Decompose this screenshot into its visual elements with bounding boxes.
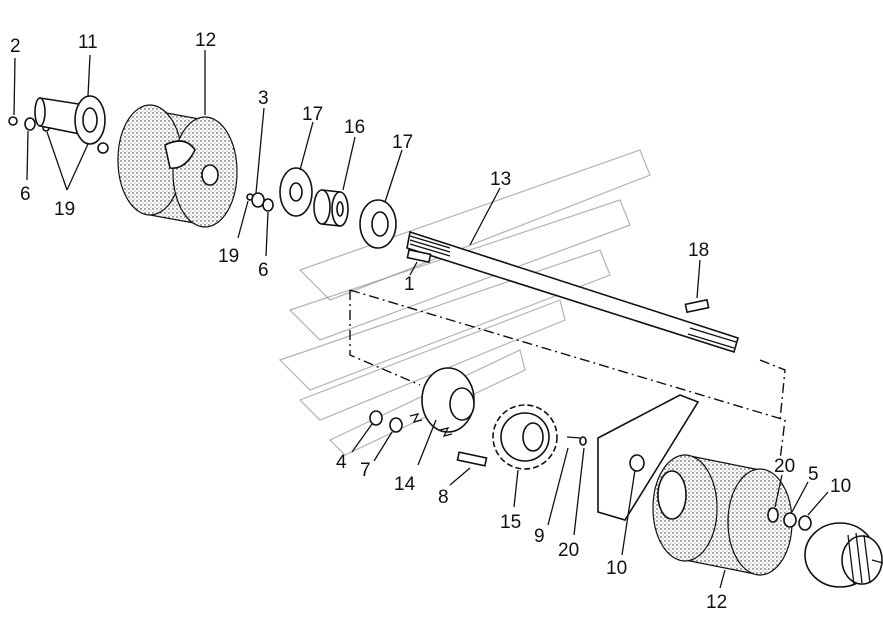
callout-15: 15 [500, 512, 521, 533]
callout-13: 13 [490, 169, 511, 190]
callout-7: 7 [360, 460, 371, 481]
callout-6-left: 6 [20, 184, 31, 205]
part-12-drum-top [117, 50, 238, 228]
part-15-sprocket [492, 404, 558, 508]
part-6-washer-left [24, 117, 36, 181]
callout-14: 14 [394, 474, 416, 495]
callout-labels: 2 11 12 3 17 16 17 6 19 19 6 13 1 18 4 7… [10, 30, 851, 613]
callout-6-mid: 6 [258, 260, 269, 281]
part-16-bearing [313, 136, 356, 227]
callout-4: 4 [336, 452, 347, 473]
callout-2: 2 [10, 36, 21, 57]
part-8-bolt [449, 451, 488, 486]
callout-19-left: 19 [54, 199, 75, 220]
part-14-hub [409, 367, 475, 466]
center-lines [349, 289, 786, 461]
callout-18: 18 [688, 240, 709, 261]
part-4-7-nuts [351, 410, 403, 462]
callout-17-left: 17 [302, 104, 323, 125]
part-13-shaft [406, 187, 739, 354]
part-17-flange-right [359, 149, 403, 249]
callout-17-right: 17 [392, 132, 413, 153]
callout-3: 3 [258, 88, 269, 109]
part-12-drum-bottom [652, 454, 793, 589]
part-3-6-19-fasteners [237, 107, 274, 257]
callout-1: 1 [404, 274, 415, 295]
part-20-5-10-right [767, 474, 829, 531]
part-2-nut [8, 57, 18, 126]
callout-16: 16 [344, 117, 365, 138]
callout-11: 11 [78, 32, 98, 53]
callout-5: 5 [808, 464, 819, 485]
callout-8: 8 [438, 487, 449, 508]
part-9-20-pin-washer [547, 436, 587, 536]
callout-12-bottom: 12 [706, 592, 727, 613]
callout-10-mid: 10 [606, 558, 627, 579]
callout-19-mid: 19 [218, 246, 239, 267]
callout-12-top: 12 [195, 30, 216, 51]
part-10-bracket [597, 394, 700, 556]
callout-9: 9 [534, 526, 545, 547]
rear-hub-assembly [804, 522, 883, 588]
part-17-flange-left [279, 121, 314, 217]
callout-20-left: 20 [558, 540, 579, 561]
callout-20-right: 20 [774, 456, 795, 477]
part-18-key [684, 259, 710, 314]
part-1-bolt [406, 248, 432, 276]
part-11-flanged-sleeve [34, 54, 109, 154]
callout-10-right: 10 [830, 476, 851, 497]
